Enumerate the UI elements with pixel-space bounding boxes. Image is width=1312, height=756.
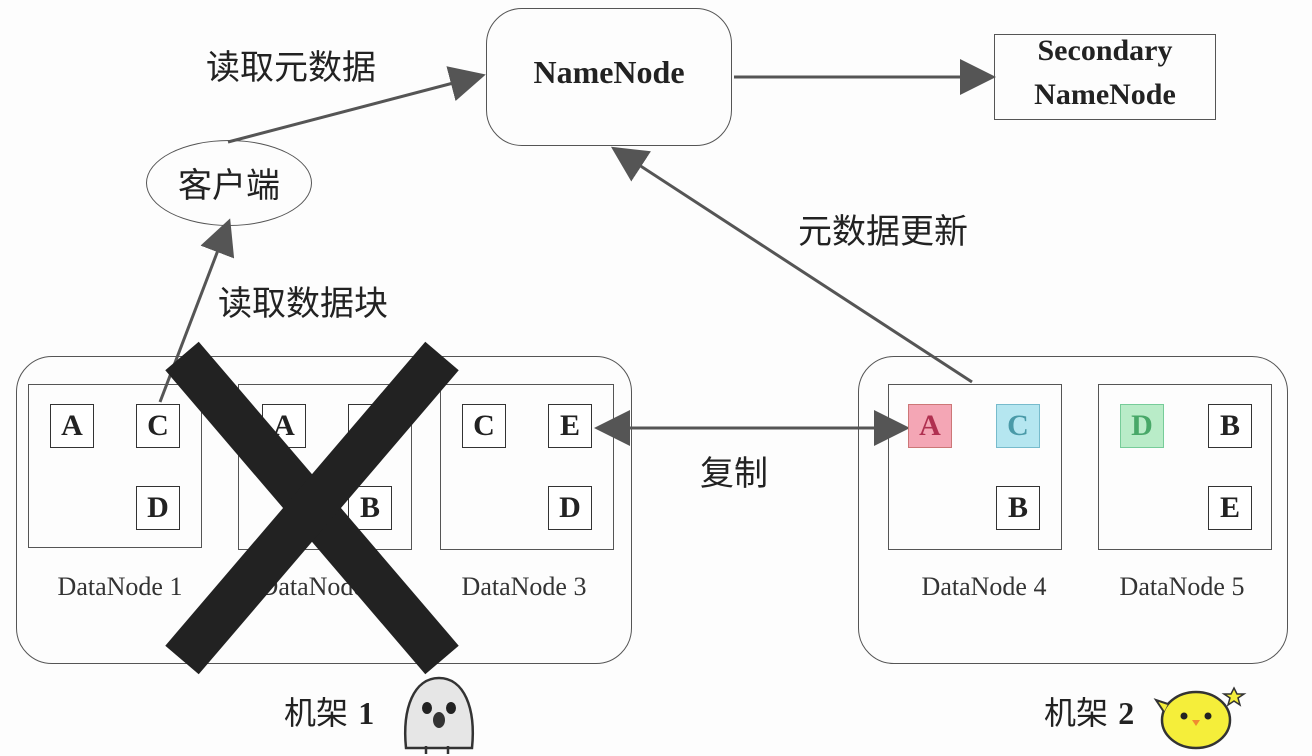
block-a: A [262,404,306,448]
rack1-label-text: 机架 [284,694,349,732]
secondary-label-line1: Secondary [1037,34,1173,67]
block-e: E [548,404,592,448]
secondary-label-line2: NameNode [1034,78,1176,111]
datanode-4-box [888,384,1062,550]
chick-mascot-icon [1153,686,1247,750]
secondary-namenode-box [994,34,1216,120]
datanode-5-box [1098,384,1272,550]
rack2-box [858,356,1288,664]
ghost-mascot-icon [404,676,474,754]
label-read-block: 读取数据块 [218,284,388,324]
block-b: B [1208,404,1252,448]
block-d: D [548,486,592,530]
rack1-box [16,356,632,664]
datanode-3-box [440,384,614,550]
arrow-metadata-update [610,146,973,384]
block-e: E [1208,486,1252,530]
rack2-label: 机架 2 [1044,688,1134,734]
datanode-3-label: DataNode 3 [461,572,587,601]
datanode-1-box [28,384,202,548]
label-read-metadata: 读取元数据 [206,48,376,88]
client-ellipse [146,140,312,226]
datanode-5-label: DataNode 5 [1119,572,1245,601]
block-b: B [348,486,392,530]
rack2-number: 2 [1118,695,1135,731]
rack1-number: 1 [358,695,375,731]
rack2-label-text: 机架 [1044,694,1109,732]
datanode-4-label: DataNode 4 [921,572,1047,601]
block-b: B [996,486,1040,530]
block-d: D [1120,404,1164,448]
label-replicate: 复制 [700,454,768,494]
block-d: D [136,486,180,530]
namenode-label: NameNode [533,54,685,90]
client-label: 客户端 [178,166,280,206]
namenode-box [486,8,732,146]
block-c: C [462,404,506,448]
datanode-1-label: DataNode 1 [57,572,183,601]
arrow-client-to-namenode [227,66,486,144]
label-metadata-update: 元数据更新 [798,212,968,252]
block-a: A [908,404,952,448]
block-a: A [50,404,94,448]
block-c: C [136,404,180,448]
block-c: C [996,404,1040,448]
rack1-label: 机架 1 [284,688,374,734]
